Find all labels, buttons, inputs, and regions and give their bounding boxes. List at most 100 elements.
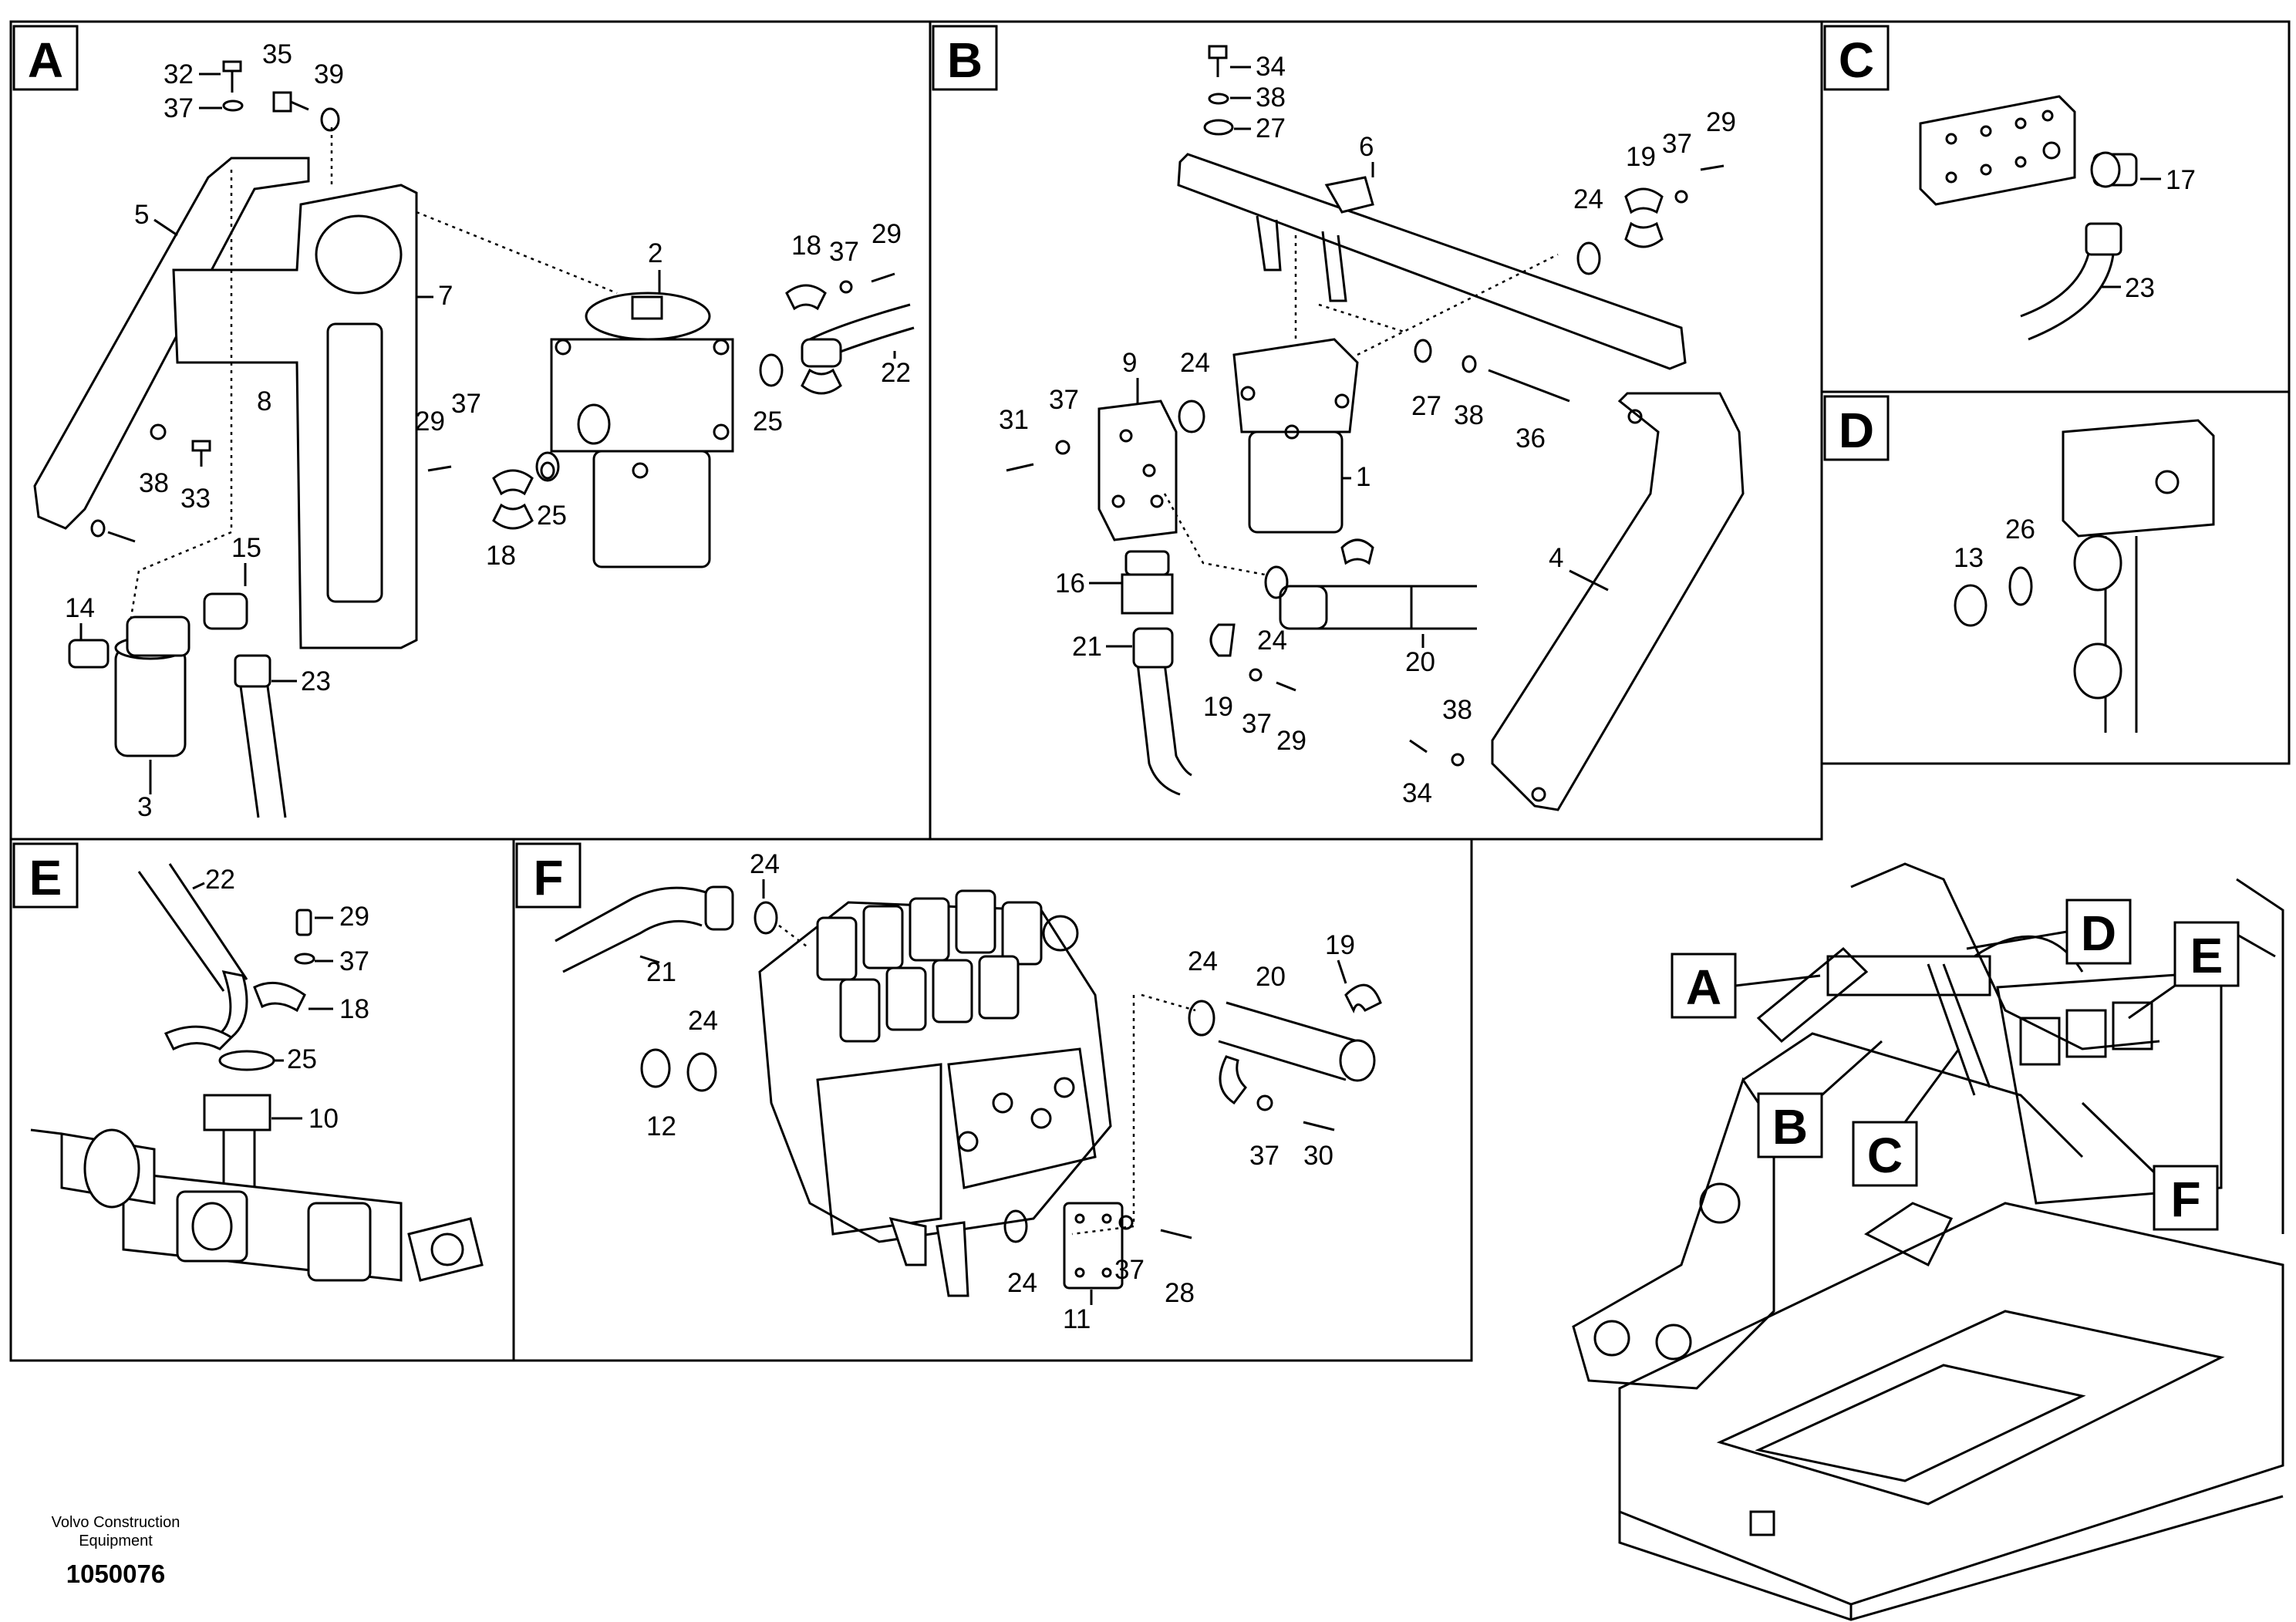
panel-letter-e: E [12, 842, 79, 909]
callout-number: 19 [1626, 142, 1656, 172]
callout-number: 18 [791, 231, 821, 261]
callout-number: 37 [1249, 1141, 1279, 1171]
callout-number: 38 [1454, 400, 1484, 430]
filter-part-2 [550, 292, 734, 568]
callout-number: 24 [1188, 946, 1218, 976]
callout-number: 37 [1049, 385, 1079, 415]
manufacturer-name: Volvo Construction Equipment [0, 1513, 231, 1550]
callout-number: 39 [314, 59, 344, 89]
callout-number: 14 [65, 593, 95, 623]
machine-overview-illustration [1572, 862, 2284, 1621]
svg-text:E: E [2190, 928, 2224, 983]
panel-letter-c: C [1823, 25, 1890, 91]
callout-number: 29 [1706, 107, 1736, 137]
callout-number: 22 [205, 865, 235, 895]
callout-number: 37 [829, 237, 859, 267]
overview-label-e: E [2128, 921, 2240, 1020]
callout-number: 29 [415, 406, 445, 437]
panel-letter-b: B [932, 25, 998, 91]
callout-number: 13 [1954, 543, 1984, 573]
panel-c-frame [1820, 20, 2291, 393]
callout-number: 19 [1325, 930, 1355, 960]
panel-letter-f: F [515, 842, 582, 909]
overview-label-f: F [2081, 1101, 2219, 1231]
callout-number: 37 [339, 946, 369, 976]
callout-number: 16 [1055, 568, 1085, 599]
callout-number: 37 [1114, 1255, 1145, 1285]
overview-label-d: D [1966, 899, 2132, 965]
hose-part-20-f [1218, 1001, 1358, 1081]
overview-label-c: C [1852, 1048, 1961, 1187]
fitting-part-10 [30, 1094, 484, 1282]
callout-number: 30 [1303, 1141, 1333, 1171]
svg-text:F: F [2170, 1172, 2200, 1227]
bracket-part-6 [1177, 153, 1687, 370]
callout-number: 37 [1662, 129, 1692, 159]
callout-number: 27 [1411, 391, 1441, 421]
callout-number: 37 [164, 93, 194, 123]
callout-number: 3 [137, 792, 152, 822]
panel-f-callouts: 24 21 24 19 20 24 12 37 30 24 37 28 11 [639, 849, 1355, 1334]
o-ring-icon [222, 99, 244, 112]
callout-number: 9 [1122, 348, 1137, 378]
bolt-icon [272, 91, 309, 113]
panel-d-drawing [1954, 419, 2215, 733]
hose-part-23-c [2020, 246, 2115, 341]
svg-text:B: B [1772, 1099, 1808, 1155]
elbow-fitting-part-17 [2090, 151, 2138, 188]
callout-number: 38 [1442, 695, 1472, 725]
bracket-part-4 [1491, 392, 1745, 811]
panel-f-drawing [555, 885, 1382, 1297]
cover-plate-part-11 [1063, 1202, 1124, 1290]
callout-number: 25 [753, 406, 783, 437]
panel-e-callouts: 22 29 37 18 25 10 [192, 865, 369, 1134]
callout-number: 23 [301, 666, 331, 696]
callout-number: C [1839, 32, 1874, 88]
callout-number: 25 [537, 501, 567, 531]
callout-number: 25 [287, 1044, 317, 1074]
callout-number: 21 [646, 957, 676, 987]
panel-e-drawing [30, 863, 484, 1282]
callout-number: 24 [688, 1006, 718, 1036]
svg-text:A: A [1686, 959, 1721, 1015]
callout-number: 38 [1256, 83, 1286, 113]
overview-label-a: A [1671, 953, 1821, 1019]
callout-number: 33 [180, 484, 211, 514]
washer-icon [320, 107, 340, 132]
hose-part-23 [238, 674, 287, 818]
callout-number: 22 [881, 358, 911, 388]
callout-number: 35 [262, 39, 292, 69]
bolt-icon [1208, 45, 1228, 77]
bolt-icon [191, 440, 211, 467]
callout-number: 37 [451, 389, 481, 419]
panel-a-callouts: 32 35 39 37 5 7 2 8 18 37 29 22 29 37 25… [65, 39, 911, 822]
callout-number: 20 [1405, 647, 1435, 677]
panel-f-frame [512, 838, 1473, 1362]
callout-number: B [947, 32, 983, 88]
callout-number: 15 [231, 533, 261, 563]
callout-number: 29 [872, 219, 902, 249]
bracket-part-5 [33, 157, 310, 530]
document-number: 1050076 [66, 1560, 166, 1588]
callout-number: D [1839, 403, 1874, 458]
callout-number: 26 [2005, 514, 2035, 545]
panel-letter-a: A [12, 25, 79, 91]
callout-number: 36 [1515, 423, 1546, 454]
callout-number: 8 [257, 386, 271, 416]
panel-c-callouts: 17 23 [2102, 165, 2196, 303]
panel-d-callouts: 26 13 [1954, 514, 2035, 573]
callout-number: 32 [164, 59, 194, 89]
callout-number: F [533, 850, 563, 905]
overview-label-b: B [1757, 1040, 1883, 1158]
callout-number: 12 [646, 1111, 676, 1141]
callout-number: 28 [1165, 1278, 1195, 1308]
callout-number: 18 [339, 994, 369, 1024]
panel-d-frame [1820, 390, 2291, 765]
panel-b-callouts: 34 38 27 6 29 19 37 24 9 24 27 38 36 31 … [999, 52, 1736, 808]
callout-number: 29 [1276, 726, 1306, 756]
filter-part-1 [1232, 338, 1359, 534]
control-valve-block [758, 889, 1112, 1297]
callout-number: 29 [339, 902, 369, 932]
filter-part-3 [68, 592, 248, 757]
